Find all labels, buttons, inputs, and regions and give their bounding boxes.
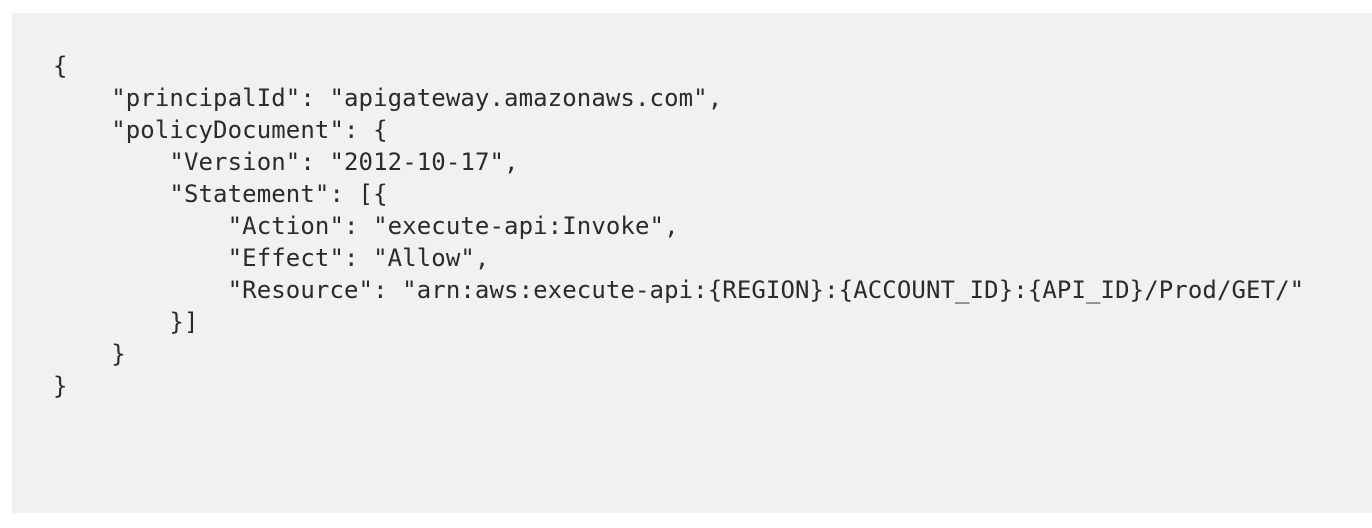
code-block: { "principalId": "apigateway.amazonaws.c… <box>12 13 1372 513</box>
code-block-content: { "principalId": "apigateway.amazonaws.c… <box>53 52 1305 400</box>
